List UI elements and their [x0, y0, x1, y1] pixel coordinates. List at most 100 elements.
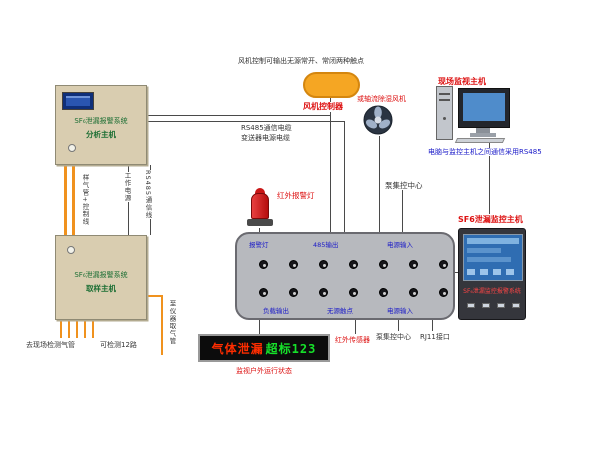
screen-tile [506, 269, 514, 275]
keyboard [454, 138, 506, 143]
terminal [259, 260, 268, 269]
terminal [349, 288, 358, 297]
led-caption: 监视户外运行状态 [236, 367, 292, 375]
screen-tile [480, 269, 488, 275]
gas-tube [76, 320, 78, 338]
panel-label: 无源触点 [327, 307, 353, 315]
connector-line [489, 140, 490, 214]
connector-line [432, 320, 433, 331]
sampling-host-subtitle: 取样主机 [86, 284, 116, 293]
panel-label: 负载输出 [263, 307, 289, 315]
screen-bar [467, 238, 519, 244]
fan-controller-label: 风机控制器 [302, 102, 344, 112]
tower-slot [439, 93, 450, 95]
monitoring-host-screen [463, 234, 523, 281]
connector-line [330, 98, 331, 232]
terminal [289, 260, 298, 269]
rs485-cable-label: RS485通信电缆 [240, 124, 293, 133]
to-instrument-label: 至仪器取气管 [167, 300, 177, 345]
terminal [259, 288, 268, 297]
gas-tube [161, 295, 163, 355]
alarm-dome [251, 193, 269, 219]
terminal [439, 288, 448, 297]
panel-label: 485输出 [313, 241, 339, 249]
analysis-host-title: SF₆泄漏报警系统 [74, 117, 128, 125]
fan-controller-box [303, 72, 360, 98]
alarm-light-icon [246, 188, 274, 230]
connector-line [147, 121, 344, 122]
host-knob [67, 246, 75, 254]
comm-note: 电脑与监控主机之间通信采用RS485 [427, 148, 543, 157]
connector-line [147, 115, 330, 116]
gas-tube [147, 295, 163, 297]
alarm-light-label: 红外报警灯 [277, 191, 315, 200]
gas-tube [64, 165, 67, 235]
host-button [512, 303, 520, 308]
connector-line [398, 320, 399, 331]
tower-slot [439, 99, 450, 101]
analysis-host-screen [62, 92, 94, 110]
terminal [379, 288, 388, 297]
connector-line [402, 190, 403, 232]
rj11-label: RJ11接口 [420, 333, 450, 341]
gas-tube [92, 320, 94, 338]
pc-monitor-screen [463, 93, 505, 121]
sampling-host: SF₆泄漏报警系统 取样主机 [55, 235, 147, 320]
terminal [349, 260, 358, 269]
monitoring-host-caption: SF₆泄漏监控报警系统 [463, 288, 521, 295]
gas-tube [68, 320, 70, 338]
monitor-stand [476, 128, 490, 133]
terminal [319, 288, 328, 297]
power-cable-label: 变送器电源电缆 [240, 134, 291, 143]
screen-tile [467, 269, 475, 275]
fan-control-note: 风机控制可输出无源常开、常闭两种触点 [238, 57, 364, 65]
pc-monitor [458, 88, 510, 128]
panel-label: 报警灯 [249, 241, 269, 249]
terminal [409, 288, 418, 297]
terminal-panel: 报警灯 485输出 电源输入 负载输出 无源触点 电源输入 [235, 232, 455, 320]
terminal [319, 260, 328, 269]
host-knob [68, 144, 76, 152]
gas-tube [72, 165, 75, 235]
site-pc [434, 84, 516, 144]
ir-sensor-label: 红外传感器 [334, 336, 371, 345]
site-pc-label: 现场监视主机 [438, 77, 486, 86]
connector-line [344, 121, 345, 232]
work-power-label: 工作电源 [122, 172, 132, 202]
gas-tube [84, 320, 86, 338]
analysis-host-subtitle: 分析主机 [86, 130, 116, 139]
connector-line [355, 320, 356, 334]
screen-bar [467, 248, 501, 253]
host-button [482, 303, 490, 308]
axial-fan-label: 或轴流除湿风机 [357, 95, 406, 103]
analysis-host: SF₆泄漏报警系统 分析主机 [55, 85, 147, 165]
monitor-base [470, 133, 496, 137]
gas-tube [60, 320, 62, 338]
lcd-display [66, 96, 90, 106]
connector-line [379, 136, 380, 232]
panel-label: 电源输入 [387, 307, 413, 315]
pc-tower [436, 86, 453, 140]
alarm-base [247, 219, 273, 226]
connector-line [455, 272, 458, 273]
host-button [497, 303, 505, 308]
pump-center-bottom-label: 泵集控中心 [376, 333, 411, 341]
led-display: 气体泄漏 超标123 [198, 334, 330, 362]
sampling-host-title: SF₆泄漏报警系统 [74, 271, 128, 279]
fan-icon [363, 105, 393, 135]
alarm-dome-cap [255, 188, 265, 195]
pump-center-top-label: 泵集控中心 [384, 181, 424, 190]
terminal [439, 260, 448, 269]
power-button [443, 117, 446, 120]
terminal [289, 288, 298, 297]
screen-bar [467, 257, 511, 262]
connector-line [259, 228, 260, 232]
channels-label: 可检测12路 [100, 341, 137, 349]
monitoring-host: SF₆泄漏监控报警系统 [458, 228, 526, 320]
sample-line-label: 样气管+控制线 [80, 174, 90, 226]
terminal [379, 260, 388, 269]
terminal [409, 260, 418, 269]
connector-line [259, 320, 260, 334]
host-button [467, 303, 475, 308]
